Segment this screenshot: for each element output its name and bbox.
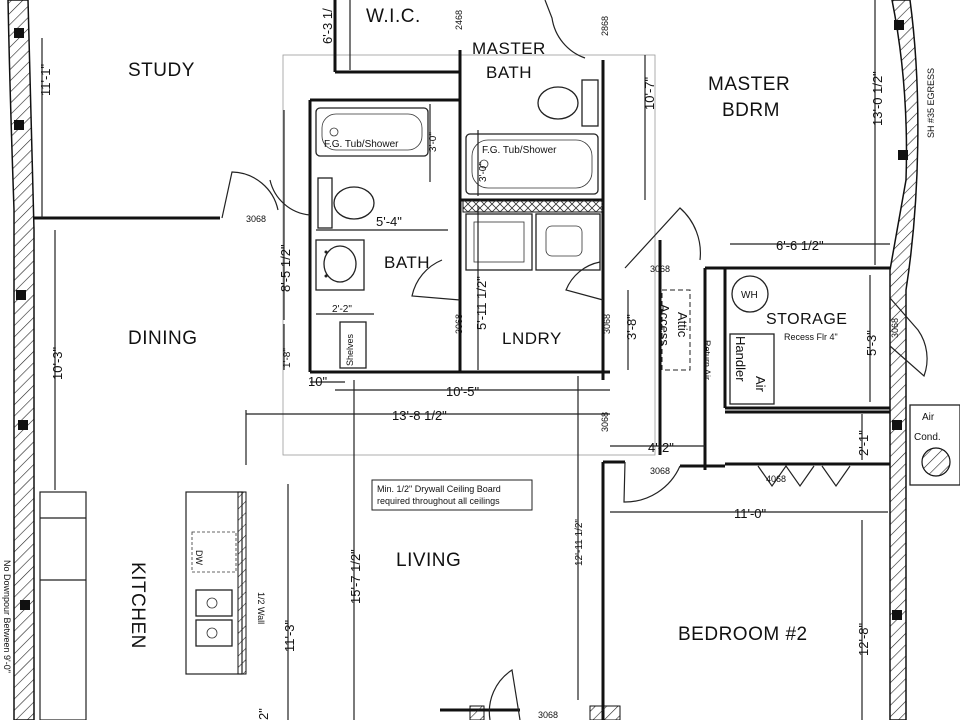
dim-lndry-height: 5'-11 1/2" <box>474 276 489 330</box>
label-storage-note: Recess Flr 4" <box>784 332 838 342</box>
dim-bath-height: 8'-5 1/2" <box>278 244 293 292</box>
label-air-cond-1: Air <box>922 412 935 423</box>
guide-rectangle <box>282 54 656 456</box>
label-dishwasher: DW <box>194 550 204 565</box>
dim-kitchen-height: 11'-3" <box>282 619 297 652</box>
room-label-master-bdrm-2: BDRM <box>722 100 780 121</box>
dim-living-height-2: 12'-11 1/2" <box>574 519 585 566</box>
dim-shelf-height: 1'-8" <box>282 348 293 368</box>
fixtures <box>191 79 960 647</box>
door-code-bath: 3068 <box>454 314 464 334</box>
ceiling-note-box <box>371 479 533 511</box>
room-label-living: LIVING <box>396 550 461 571</box>
exterior-wall-right <box>889 0 919 720</box>
room-label-master-bath-1: MASTER <box>472 39 546 58</box>
label-attic-1: Attic <box>675 312 690 338</box>
door-code-lndry: 3068 <box>602 314 612 334</box>
room-label-master-bath-2: BATH <box>486 63 532 82</box>
dim-kitchen-bottom: 2" <box>256 708 271 720</box>
door-code-hall: 3068 <box>600 412 610 432</box>
exterior-wall-left <box>7 0 35 720</box>
label-half-wall: 1/2 Wall <box>256 592 266 624</box>
room-label-bedroom2: BEDROOM #2 <box>678 624 808 645</box>
dim-attic-height: 3'-8" <box>624 314 639 340</box>
door-code-bottom: 3068 <box>538 710 558 720</box>
dim-bed2-width: 11'-0" <box>734 506 767 521</box>
door-code-closet: 4068 <box>766 474 786 484</box>
label-attic-2: Access <box>657 304 672 346</box>
label-tub-2: F.G. Tub/Shower <box>482 145 557 156</box>
room-label-lndry: LNDRY <box>502 329 562 348</box>
dim-closet-width: 4'-2" <box>648 440 674 455</box>
dim-tub-2: 3'-0" <box>478 162 489 182</box>
door-code-mbath: 2868 <box>600 16 610 36</box>
room-label-kitchen: KITCHEN <box>127 562 148 649</box>
door-code-attic: 3068 <box>650 264 670 274</box>
dim-dining-height: 10'-3" <box>50 346 65 380</box>
ceiling-note-line-1: Min. 1/2" Drywall Ceiling Board <box>377 484 501 494</box>
dim-bath-width: 5'-4" <box>376 214 402 229</box>
room-label-dining: DINING <box>128 328 198 349</box>
dim-hall-width: 13'-8 1/2" <box>392 408 447 423</box>
label-shelves: Shelves <box>345 333 355 366</box>
door-swings <box>221 0 928 720</box>
dim-bed2-height: 12'-8" <box>856 622 871 656</box>
label-air-handler-1: Air <box>753 376 768 393</box>
egress-note: SH #35 EGRESS <box>926 68 936 138</box>
label-return-air: Return Air <box>702 340 712 380</box>
dim-lndry-width: 10'-5" <box>446 384 480 399</box>
ceiling-note-line-2: required throughout all ceilings <box>377 496 500 506</box>
room-label-study: STUDY <box>128 60 195 81</box>
dimension-lines <box>41 0 890 720</box>
dim-tub-1: 3'-0" <box>428 132 439 152</box>
room-label-bath: BATH <box>384 253 430 272</box>
dim-hvac-height: 2'-1" <box>856 430 871 456</box>
dim-storage-height: 5'-3" <box>864 330 879 356</box>
dim-master-bath-height: 10'-7" <box>642 76 657 110</box>
interior-walls <box>34 0 890 720</box>
label-tub-1: F.G. Tub/Shower <box>324 139 399 150</box>
label-air-cond-2: Cond. <box>914 432 941 443</box>
label-air-handler-2: Handler <box>733 336 748 382</box>
door-code-storage: 3068 <box>890 318 900 338</box>
room-label-master-bdrm-1: MASTER <box>708 74 790 95</box>
dim-master-bdrm-height: 13'-0 1/2" <box>870 71 885 126</box>
dim-living-height: 15'-7 1/2" <box>348 549 363 604</box>
dim-vanity-width: 2'-2" <box>332 304 352 315</box>
door-code-study: 3068 <box>246 214 266 224</box>
room-label-wic: W.I.C. <box>366 6 421 27</box>
room-label-storage: STORAGE <box>766 311 847 328</box>
dim-study-height: 11'-1" <box>38 63 53 96</box>
dim-storage-width: 6'-6 1/2" <box>776 238 824 253</box>
label-water-heater: WH <box>741 290 758 301</box>
dim-ten-inch: 10" <box>308 374 327 389</box>
door-code-wic: 2468 <box>454 10 464 30</box>
door-code-bed2: 3068 <box>650 466 670 476</box>
downspout-note: No Downpour Between 9'-0" <box>2 560 12 673</box>
dim-wic-height: 6'-3 1/ <box>320 8 335 44</box>
